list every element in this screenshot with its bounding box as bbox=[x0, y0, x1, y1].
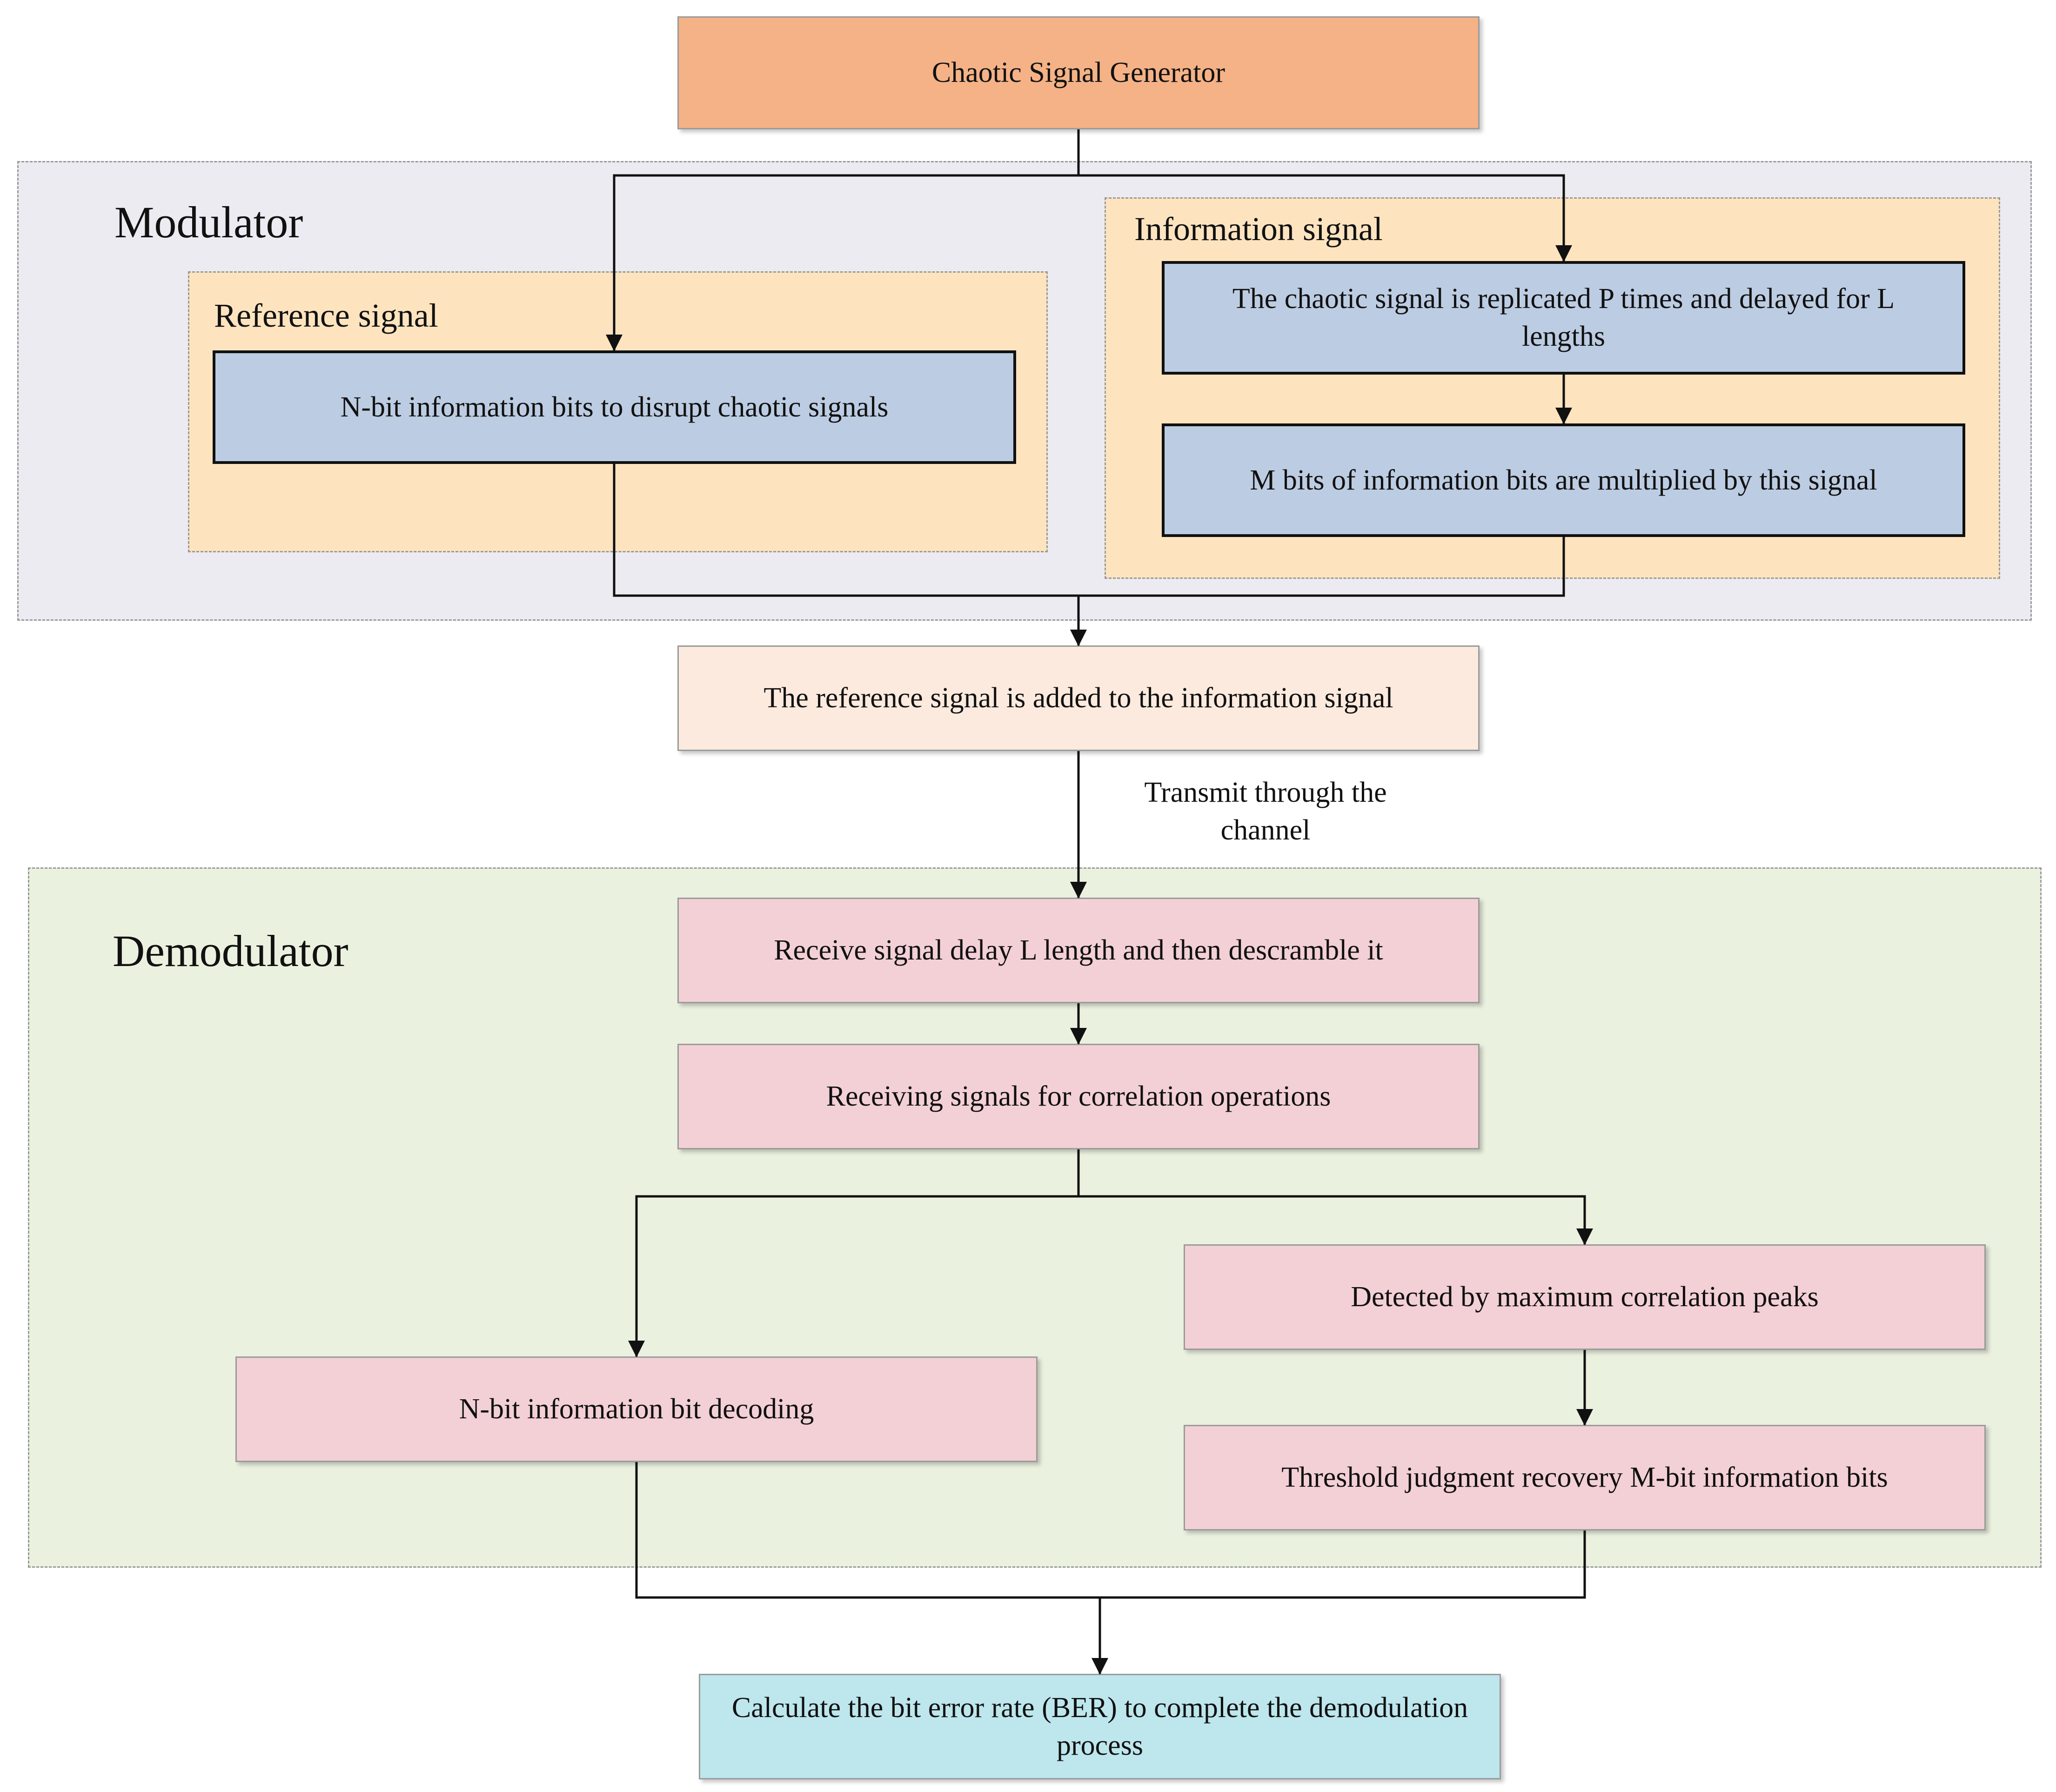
reference-signal-title: Reference signal bbox=[214, 297, 438, 334]
multiply-label: M bits of information bits are multiplie… bbox=[1250, 464, 1877, 496]
chaotic-signal-generator-label: Chaotic Signal Generator bbox=[931, 57, 1226, 89]
ber-label: Calculate the bit error rate (BER) to co… bbox=[731, 1691, 1468, 1761]
replicate-node: The chaotic signal is replicated P times… bbox=[1162, 261, 1965, 375]
ber-node: Calculate the bit error rate (BER) to co… bbox=[699, 1674, 1501, 1779]
correlation-node: Receiving signals for correlation operat… bbox=[677, 1044, 1480, 1149]
n-bit-decoding-node: N-bit information bit decoding bbox=[235, 1356, 1038, 1462]
connector-multiply-to-add bbox=[1078, 537, 1565, 597]
transmit-channel-label: Transmit through the channel bbox=[1144, 777, 1387, 846]
scramble-node: N-bit information bits to disrupt chaoti… bbox=[213, 350, 1016, 464]
connector-threshold-to-ber bbox=[1100, 1530, 1586, 1599]
n-bit-decoding-label: N-bit information bit decoding bbox=[459, 1393, 814, 1425]
max-correlation-peaks-node: Detected by maximum correlation peaks bbox=[1184, 1244, 1986, 1350]
scramble-label: N-bit information bits to disrupt chaoti… bbox=[340, 391, 889, 423]
max-correlation-peaks-label: Detected by maximum correlation peaks bbox=[1351, 1281, 1819, 1313]
modulator-title: Modulator bbox=[114, 197, 303, 247]
receive-delay-label: Receive signal delay L length and then d… bbox=[774, 934, 1383, 966]
replicate-label: The chaotic signal is replicated P times… bbox=[1232, 283, 1895, 352]
connector-decode-to-ber bbox=[635, 1462, 1100, 1599]
information-signal-title: Information signal bbox=[1134, 210, 1383, 248]
connector-correlation-to-peaks bbox=[1078, 1195, 1593, 1245]
connector-scramble-to-add bbox=[613, 464, 1078, 597]
connector-generator-to-scramble bbox=[606, 129, 1080, 351]
connector-generator-to-replicate bbox=[1078, 174, 1572, 262]
chaotic-signal-generator-node: Chaotic Signal Generator bbox=[677, 16, 1480, 129]
add-signals-label: The reference signal is added to the inf… bbox=[763, 682, 1393, 714]
demodulator-title: Demodulator bbox=[113, 926, 348, 976]
connector-correlation-to-decode bbox=[628, 1149, 1080, 1357]
threshold-judgment-label: Threshold judgment recovery M-bit inform… bbox=[1281, 1462, 1888, 1494]
correlation-label: Receiving signals for correlation operat… bbox=[826, 1081, 1331, 1113]
receive-delay-node: Receive signal delay L length and then d… bbox=[677, 898, 1480, 1003]
threshold-judgment-node: Threshold judgment recovery M-bit inform… bbox=[1184, 1425, 1986, 1530]
multiply-node: M bits of information bits are multiplie… bbox=[1162, 423, 1965, 537]
